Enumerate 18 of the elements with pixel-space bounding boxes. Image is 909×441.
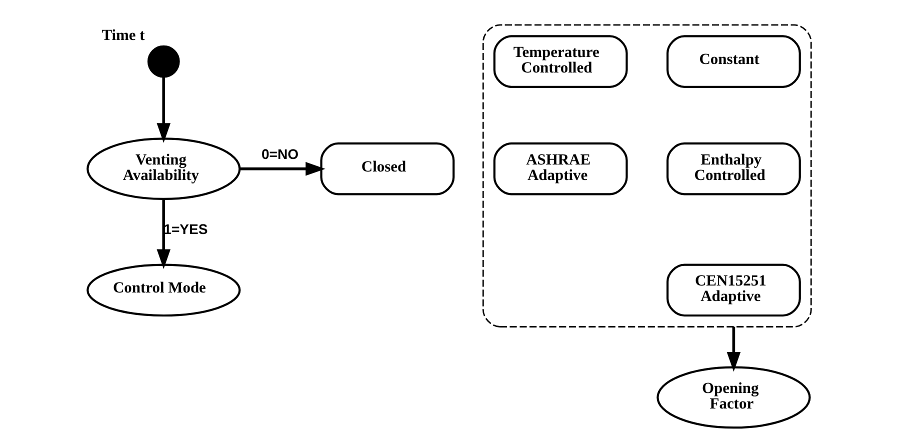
node-box: CEN15251 Adaptive (666, 264, 800, 317)
edge-label: 0=NO (260, 146, 298, 162)
arrow (726, 326, 740, 372)
arrow (240, 162, 325, 176)
cluster (482, 24, 812, 328)
node-box: ASHRAE Adaptive (492, 142, 628, 196)
node-box: Closed (320, 142, 454, 196)
node-ellipse: Venting Availability (86, 138, 240, 200)
node-ellipse: Control Mode (86, 264, 240, 317)
node-ellipse: Opening Factor (656, 366, 810, 429)
edge-label: 1=YES (163, 220, 208, 237)
node-circle (146, 45, 180, 78)
arrow (156, 198, 170, 269)
node-box: Temperature Controlled (492, 35, 628, 88)
node-box: Enthalpy Controlled (666, 142, 800, 196)
node-label: Time t (101, 27, 144, 44)
node-box: Constant (666, 35, 800, 88)
arrow (156, 77, 170, 143)
